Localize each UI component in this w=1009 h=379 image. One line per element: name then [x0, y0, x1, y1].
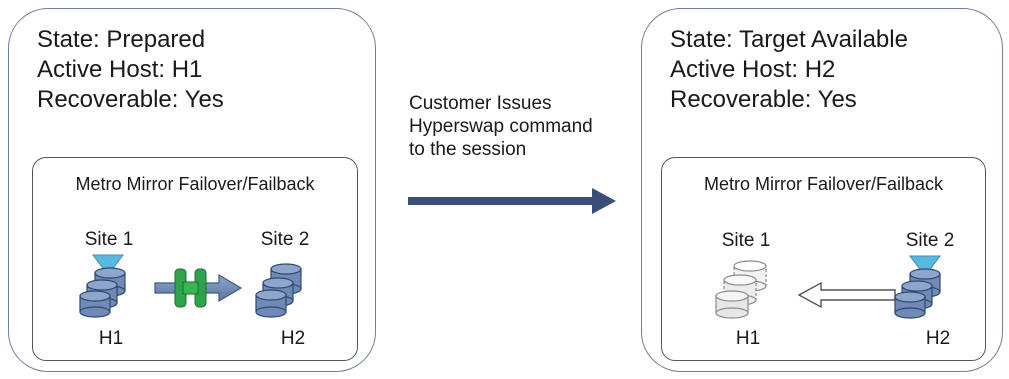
session-diagram-before: Metro Mirror Failover/Failback Site 1 Si… — [32, 157, 358, 361]
host-h2-label: H2 — [280, 328, 306, 349]
h2-disk-stack-icon — [894, 255, 941, 319]
session-diagram-after: Metro Mirror Failover/Failback Site 1 Si… — [661, 157, 986, 361]
transition-line-2: Hyperswap command — [409, 116, 593, 137]
h1-disk-stack-icon — [79, 254, 126, 318]
state-label: State: Target Available — [670, 26, 908, 53]
replication-arrow-icon — [154, 268, 243, 308]
active-host-label: Active Host: H1 — [37, 56, 203, 83]
recoverable-label: Recoverable: Yes — [670, 86, 857, 113]
session-state-after-panel: State: Target Available Active Host: H2 … — [641, 8, 1003, 372]
session-type-title: Metro Mirror Failover/Failback — [703, 174, 944, 194]
session-type-title: Metro Mirror Failover/Failback — [75, 174, 315, 194]
state-info-after: State: Target Available Active Host: H2 … — [670, 25, 908, 115]
recoverable-label: Recoverable: Yes — [37, 86, 224, 113]
state-label: State: Prepared — [37, 26, 206, 53]
reverse-replication-arrow-icon — [797, 281, 896, 309]
site-2-label: Site 2 — [260, 229, 310, 250]
site-1-label: Site 1 — [721, 230, 771, 251]
state-info-before: State: Prepared Active Host: H1 Recovera… — [37, 25, 224, 115]
transition-arrow-icon — [408, 188, 616, 214]
session-state-before-panel: State: Prepared Active Host: H1 Recovera… — [8, 8, 376, 372]
host-h1-label: H1 — [735, 328, 761, 349]
host-h1-label: H1 — [98, 328, 124, 349]
hyperswap-badge — [174, 268, 207, 308]
transition-line-3: to the session — [409, 139, 527, 160]
h1-inactive-disk-stack-icon — [715, 260, 767, 319]
transition-description: Customer Issues Hyperswap command to the… — [409, 92, 593, 161]
site-1-label: Site 1 — [84, 229, 134, 250]
transition-line-1: Customer Issues — [409, 93, 552, 114]
host-h2-label: H2 — [925, 328, 951, 349]
site-2-label: Site 2 — [905, 230, 955, 251]
h2-disk-stack-icon — [255, 263, 302, 318]
active-host-label: Active Host: H2 — [670, 56, 836, 83]
